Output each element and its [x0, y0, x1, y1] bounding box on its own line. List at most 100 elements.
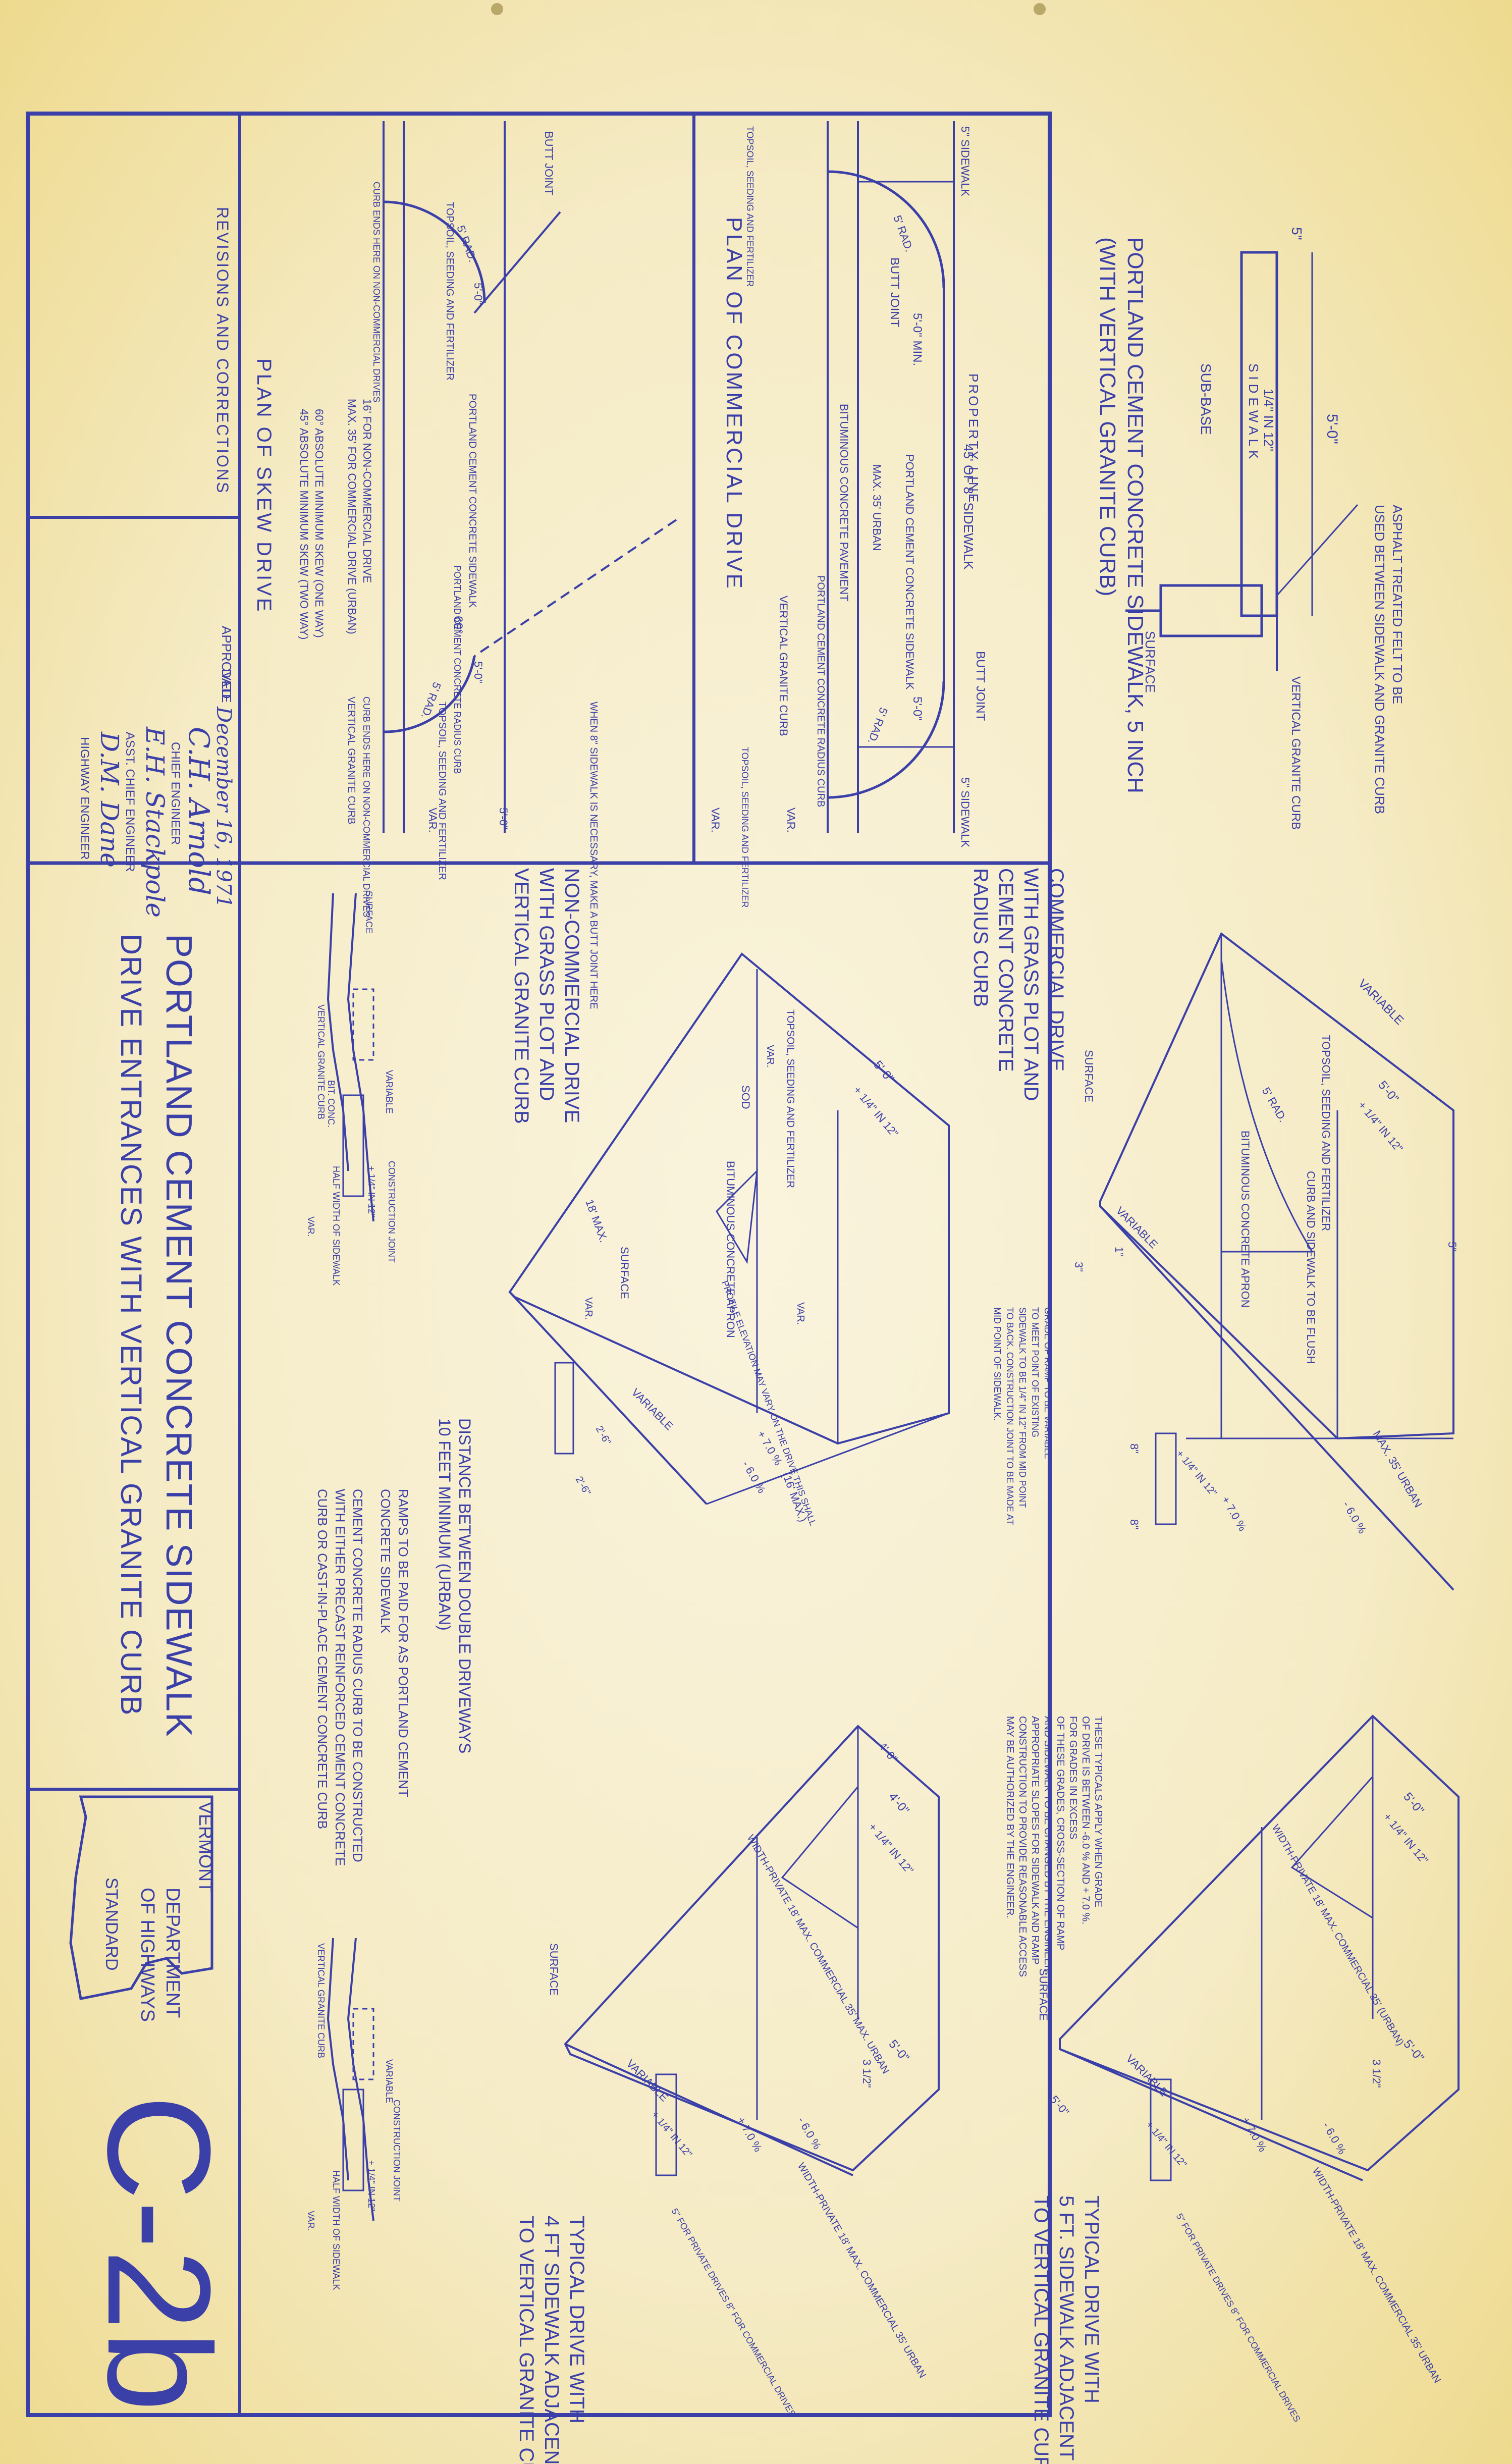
detail-right-joint: CONSTRUCTION JOINT [392, 2100, 402, 2202]
typ4-variable: VARIABLE [624, 2057, 671, 2104]
iso-noncomm-surface: SURFACE [618, 1247, 631, 1299]
iso-comm-dim-8-1: 8" [1128, 1443, 1141, 1454]
signature-asst: E.H. Stackpole [140, 726, 170, 918]
skew-rad-left: 5' RAD. [454, 224, 479, 263]
sidewalk-5in-right: 5" SIDEWALK [959, 777, 971, 847]
note-radius-2: WITH EITHER PRECAST REINFORCED CEMENT CO… [333, 1489, 348, 1866]
skew-5ft-b: 5'-0" [472, 661, 484, 683]
typ5-surface: SURFACE [1037, 1968, 1050, 2021]
detail-left-variable: VARIABLE [384, 1070, 394, 1114]
typ4-surface: SURFACE [548, 1943, 560, 1996]
iso-comm-rad: 5' RAD. [1260, 1085, 1289, 1124]
detail-right-variable: VARIABLE [384, 2059, 394, 2103]
iso-noncomm-title-3: VERTICAL GRANITE CURB [510, 868, 532, 1124]
signature-highway: D.M. Dane [95, 731, 124, 868]
iso-comm-5ft: 5'-0" [1375, 1079, 1401, 1106]
iso-noncomm-apron: BITUMINOUS CONCRETE APRON [724, 1161, 737, 1338]
plan-rad-left: 5' RAD. [891, 213, 915, 253]
note-typicals-7: CONSTRUCTION TO PROVIDE REASONABLE ACCES… [1017, 1716, 1028, 1977]
typ4-5ft: 5'-0" [886, 2038, 911, 2065]
date-label: DATE [219, 669, 234, 703]
skew-min-1: 60° ABSOLUTE MINIMUM SKEW (ONE WAY) [313, 409, 326, 638]
detail-right-slope: + 1/4" IN 12" [366, 2160, 376, 2211]
five-ft: 5'-0" [910, 697, 924, 721]
plan-vgc: VERTICAL GRANITE CURB [777, 596, 790, 736]
iso-noncomm-variable: VARIABLE [629, 1386, 676, 1433]
iso-comm-dim-5: 5" [1446, 1242, 1459, 1252]
section-subbase: SUB-BASE [1198, 363, 1214, 435]
general-notes: DISTANCE BETWEEN DOUBLE DRIVEWAYS 10 FEE… [315, 1418, 1104, 1977]
skew-pccs: PORTLAND CEMENT CONCRETE SIDEWALK [467, 394, 478, 608]
state-label: VERMONT [195, 1802, 216, 1893]
typ5-drive-note: 5" FOR PRIVATE DRIVES 8" FOR COMMERCIAL … [1174, 2212, 1303, 2424]
skew-min-2: 45° ABSOLUTE MINIMUM SKEW (TWO WAY) [298, 409, 310, 639]
iso-commercial-drive: COMMERCIAL DRIVE WITH GRASS PLOT AND CEM… [969, 868, 1459, 1591]
detail-left-half-width: HALF WIDTH OF SIDEWALK [331, 1166, 341, 1285]
detail-left-surface: SURFACE [364, 891, 374, 934]
skew-noncomm-line2: MAX. 35' FOR COMMERCIAL DRIVE (URBAN) [346, 399, 358, 634]
iso-comm-title-2: WITH GRASS PLOT AND [1020, 868, 1042, 1101]
agency-line2: OF HIGHWAYS [137, 1888, 158, 2022]
typ4-dim-3-5: 3 1/2" [860, 2059, 873, 2088]
sheet-title-line1: PORTLAND CEMENT CONCRETE SIDEWALK [158, 934, 199, 1738]
detail-left-slope: + 1/4" IN 12" [366, 1166, 376, 1217]
typ5-variable: VARIABLE [1123, 2052, 1170, 2099]
plan-var-1: VAR. [785, 808, 797, 833]
detail-section-right: VERTICAL GRANITE CURB VARIABLE CONSTRUCT… [306, 1938, 402, 2290]
iso-comm-title-3: CEMENT CONCRETE [995, 868, 1017, 1072]
plan-radius-curb: PORTLAND CEMENT CONCRETE RADIUS CURB [815, 575, 826, 807]
typ5-width-right: WIDTH-PRIVATE 18' MAX. COMMERCIAL 35' UR… [1310, 2166, 1443, 2385]
detail-left-bit-conc: BIT. CONC. [326, 1080, 336, 1128]
skew-butt-joint: BUTT JOINT [543, 131, 555, 195]
iso-comm-grade-note-4: TO BACK. CONSTRUCTION JOINT TO BE MADE A… [1005, 1307, 1015, 1525]
iso-noncomm-dim-2-6a: 2'-6" [593, 1424, 613, 1447]
skew-noncomm-line1: 16' FOR NON-COMMERCIAL DRIVE [361, 399, 373, 583]
typ5-title-1: TYPICAL DRIVE WITH [1081, 2195, 1103, 2403]
sheet-number: C-2b [77, 2095, 241, 2412]
iso-comm-apron: BITUMINOUS CONCRETE APRON [1239, 1131, 1252, 1308]
asst-chief-engineer-label: ASST. CHIEF ENGINEER [123, 732, 137, 872]
section-sidewalk-label: SIDEWALK [1246, 363, 1261, 463]
section-width-dim: 5'-0" [1324, 414, 1340, 444]
typ4-grade1: + 7.0 % [735, 2115, 765, 2154]
section-slope: 1/4" IN 12" [1261, 389, 1276, 451]
iso-comm-max: MAX. 35' URBAN [1371, 1428, 1425, 1510]
vermont-map-icon [69, 1795, 213, 2000]
note-ramps-2: CONCRETE SIDEWALK [378, 1489, 393, 1634]
iso-noncomm-dim-2-6b: 2'-6" [573, 1475, 593, 1497]
iso-noncomm-var2: VAR. [583, 1297, 594, 1320]
iso-comm-dim-3: 3" [1072, 1262, 1085, 1272]
five-ft-min: 5'-0" MIN. [910, 313, 924, 366]
typ5-slope: + 1/4" IN 12" [1381, 1810, 1431, 1866]
iso-comm-topsoil: TOPSOIL, SEEDING AND FERTILIZER [1320, 1035, 1332, 1231]
section-surface: SURFACE [1143, 631, 1158, 693]
agency-line3: STANDARD [102, 1878, 121, 1971]
plan-topsoil-left: TOPSOIL, SEEDING AND FERTILIZER [745, 126, 755, 287]
section-title-line2: (WITH VERTICAL GRANITE CURB) [1095, 237, 1120, 596]
date-value: December 16, 1971 [212, 706, 235, 908]
note-distance-1: DISTANCE BETWEEN DOUBLE DRIVEWAYS [456, 1418, 474, 1753]
approved-label: APPROVED [219, 626, 234, 699]
section-curb: VERTICAL GRANITE CURB [1289, 676, 1303, 830]
iso-noncomm-sod: SOD [739, 1085, 752, 1109]
section-thickness: 5" [1289, 227, 1305, 240]
plan-skew-drive: PLAN OF SKEW DRIVE BUTT JOINT TOPSOIL, S… [253, 121, 677, 1009]
typ4-drive-note: 5" FOR PRIVATE DRIVES 8" FOR COMMERCIAL … [670, 2207, 798, 2419]
iso-comm-dim-1: 1" [1113, 1247, 1125, 1257]
iso-comm-flush: CURB AND SIDEWALK TO BE FLUSH [1305, 1171, 1317, 1364]
skew-joint-note: WHEN 8" SIDEWALK IS NECESSARY, MAKE A BU… [588, 702, 599, 1009]
typ4-4ft-a: 4'-0" [886, 1790, 911, 1817]
skew-5ft-c: 5'-0" [497, 808, 510, 830]
revisions-label: REVISIONS AND CORRECTIONS [213, 207, 232, 494]
typ5-grade2: - 6.0 % [1320, 2120, 1349, 2157]
punch-holes [491, 3, 1046, 15]
note-typicals-2: OF DRIVE IS BETWEEN -6.0 % AND + 7.0 %. [1080, 1716, 1091, 1924]
skew-curb-ends-left: CURB ENDS HERE ON NON-COMMERCIAL DRIVES [371, 182, 382, 402]
detail-right-vgc: VERTICAL GRANITE CURB [316, 1943, 326, 2058]
butt-joint-2: BUTT JOINT [974, 651, 987, 721]
note-typicals-3: FOR GRADES IN EXCESS [1067, 1716, 1078, 1840]
plan-commercial-title: PLAN OF COMMERCIAL DRIVE [722, 217, 746, 591]
iso-comm-dim-8-2: 8" [1128, 1519, 1141, 1529]
